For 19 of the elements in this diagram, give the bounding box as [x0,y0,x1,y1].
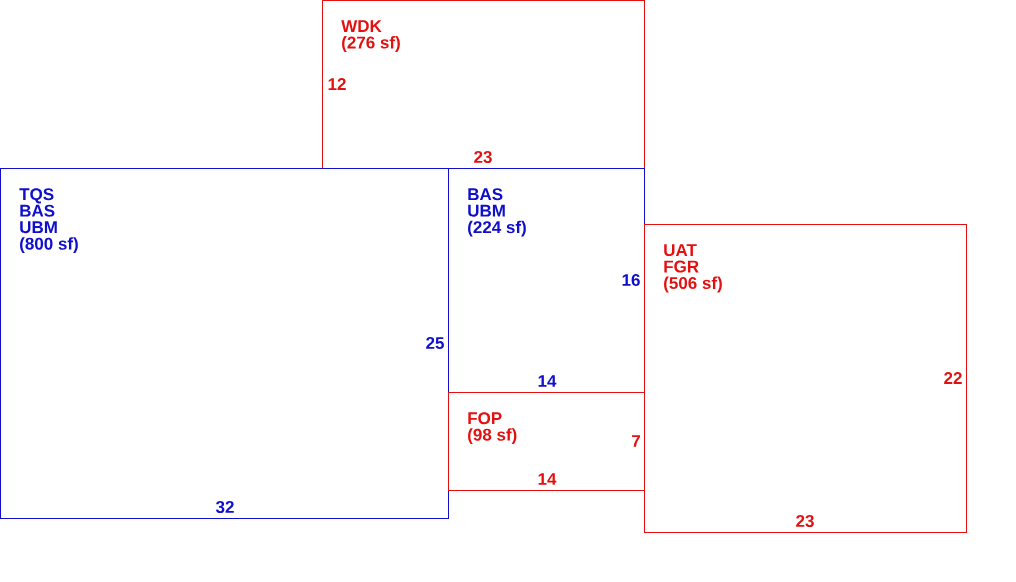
room-label: WDK (276 sf) [341,20,400,52]
room-label: BAS UBM (224 sf) [468,188,526,237]
dimension-label: 32 [215,500,234,514]
dimension-label: 14 [538,375,557,387]
dimension-label: 23 [796,514,814,528]
node-label: UBM [20,221,57,234]
dimension-label: 12 [328,78,346,90]
room-label: UAT FGR (506 sf) [664,244,722,293]
room-label: FOP (98 sf) [468,412,517,445]
dimension-label: 7 [632,435,640,447]
node-label: TQS [19,188,54,204]
dimension-label: 23 [474,150,492,164]
room-label: TQS BAS UBM (800 sf) [19,188,78,254]
dimension-label: 22 [944,372,962,384]
node-label: BAS [20,204,55,217]
dimension-label: 25 [426,337,444,349]
node-label: (800 sf) [20,237,78,254]
dimension-label: 14 [538,473,557,485]
dimension-label: 16 [622,274,640,286]
